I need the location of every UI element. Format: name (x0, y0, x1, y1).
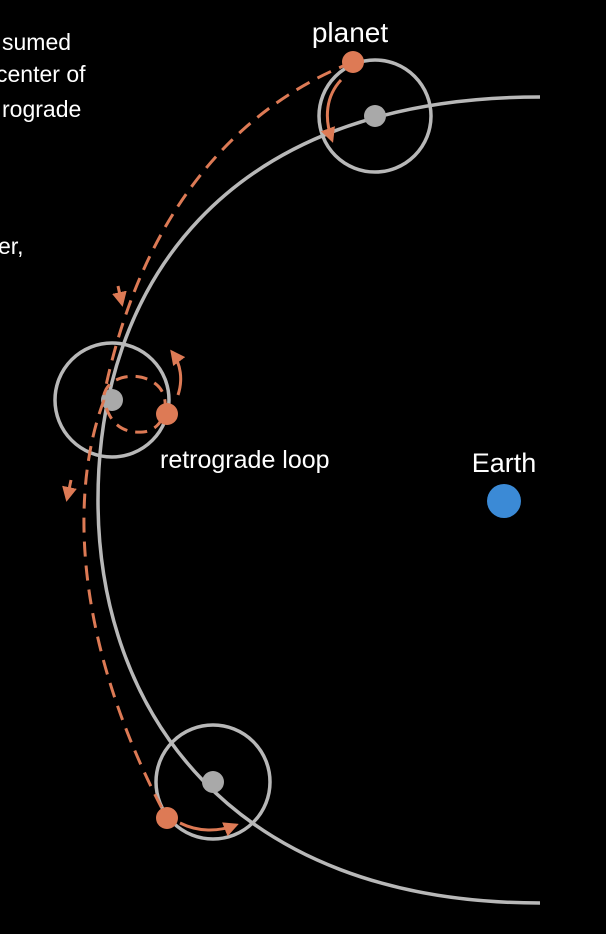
earth-marker (487, 484, 521, 518)
planet-position-bottom (156, 807, 178, 829)
planet-position-top (342, 51, 364, 73)
caption-line-4: er, (0, 233, 24, 259)
cut-off-caption: sumed center of rograde er, (0, 29, 86, 259)
planet-label: planet (312, 17, 389, 48)
epicycle-rotation-arrow-top (320, 78, 343, 143)
retrograde-loop-label: retrograde loop (160, 446, 330, 474)
epicycle-center-top (364, 105, 386, 127)
deferent-orbit (96, 95, 541, 905)
epicycle-bottom (154, 723, 272, 841)
caption-line-2: center of (0, 61, 86, 87)
epicycle-middle (53, 341, 171, 459)
planet-path-lower (82, 399, 169, 819)
epicycle-center-middle (101, 389, 123, 411)
planet-path-upper (102, 60, 354, 396)
epicycle-top (317, 58, 433, 174)
epicycle-rotation-arrow-middle (170, 349, 186, 396)
caption-line-1: sumed (2, 29, 71, 55)
epicycle-rotation-arrow-bottom (179, 821, 239, 837)
planet-position-middle (156, 403, 178, 425)
epicycle-center-bottom (202, 771, 224, 793)
path-arrow-down-upper (112, 285, 127, 307)
earth-label: Earth (472, 448, 537, 478)
caption-line-3: rograde (2, 96, 81, 122)
path-arrow-down-lower (62, 479, 77, 502)
